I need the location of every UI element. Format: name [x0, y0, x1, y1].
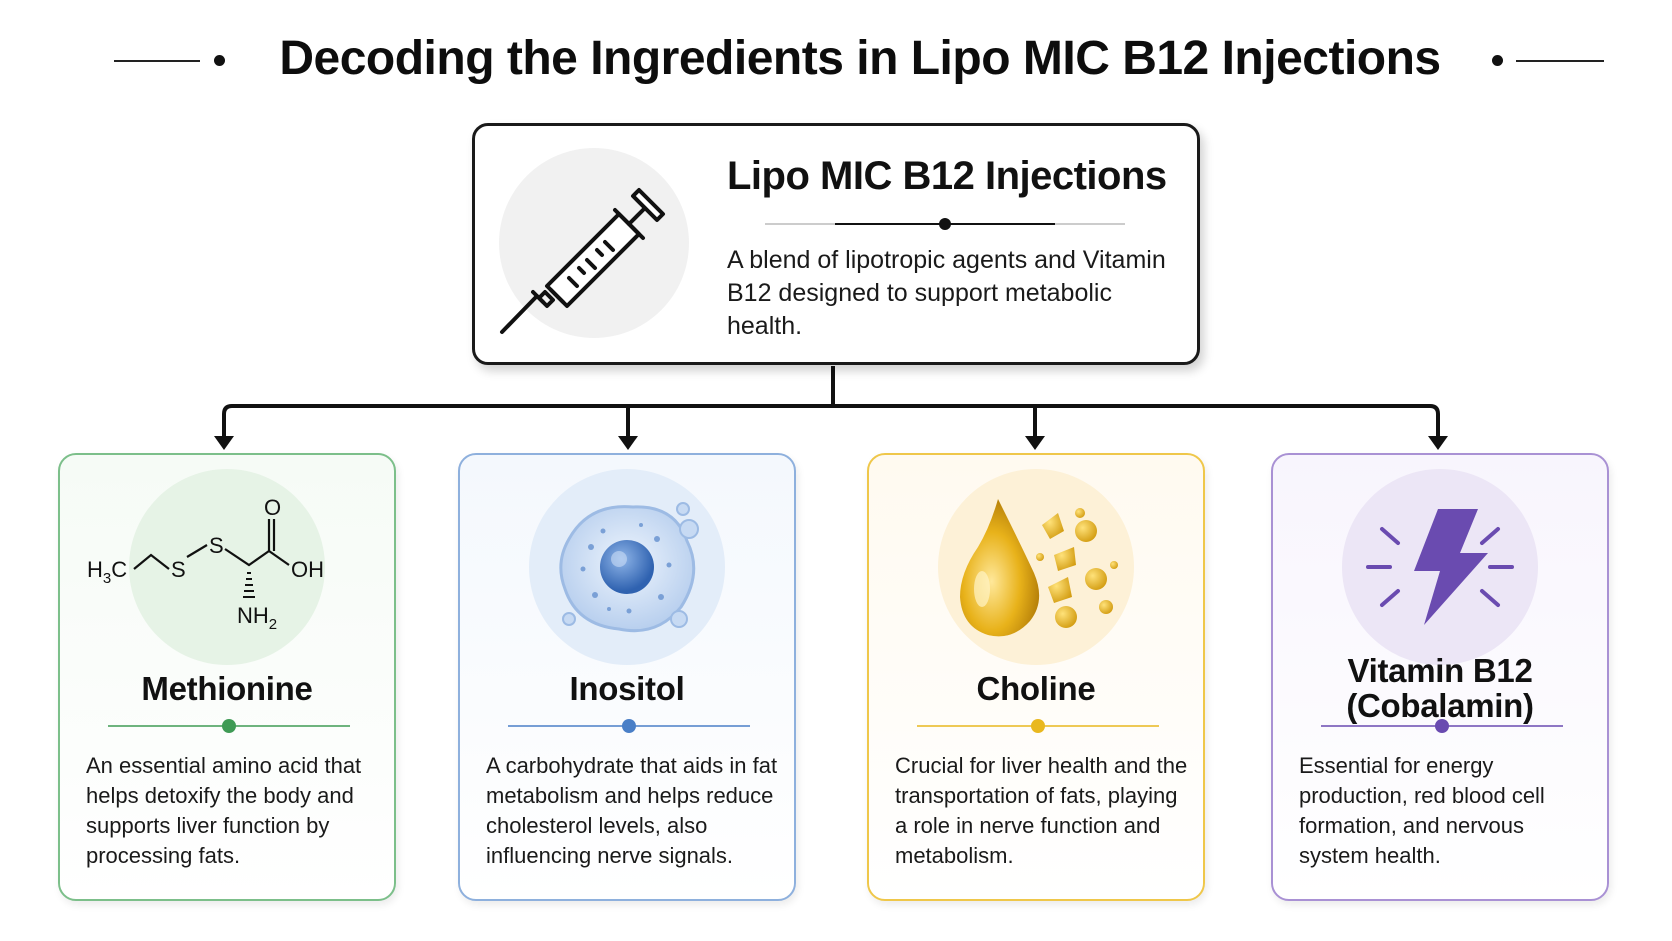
- ingredient-divider: [508, 719, 750, 733]
- ingredient-description: An essential amino acid that helps detox…: [86, 753, 362, 868]
- ingredient-name: Inositol: [569, 670, 685, 707]
- molecule-structure-icon: H3C S S O OH NH2: [87, 495, 324, 633]
- lightning-bolt-icon: [1366, 509, 1514, 625]
- ingredient-divider: [108, 719, 350, 733]
- ingredient-name: Choline: [976, 670, 1096, 707]
- ingredient-name: Methionine: [141, 670, 313, 707]
- ingredient-description: Essential for energy production, red blo…: [1299, 753, 1545, 868]
- cell-icon: [559, 502, 699, 633]
- main-divider: [765, 218, 1125, 230]
- connector-branch: [222, 404, 1440, 437]
- arrow-inositol: [618, 436, 638, 450]
- molecule-h3c: H3C: [87, 557, 127, 587]
- oil-drop-icon: [960, 499, 1118, 637]
- main-product-box: Lipo MIC B12 Injections A blend of lipot…: [472, 123, 1200, 365]
- card-choline: Choline Crucial for liver health and the…: [867, 453, 1205, 901]
- title-row: Decoding the Ingredients in Lipo MIC B12…: [0, 26, 1672, 92]
- ingredient-description: A carbohydrate that aids in fat metaboli…: [486, 753, 778, 868]
- title-left-dot: [214, 55, 225, 66]
- ingredient-name-line2: (Cobalamin): [1346, 687, 1534, 724]
- ingredient-name: Vitamin B12 (Cobalamin): [1273, 653, 1607, 723]
- ingredient-name-line1: Vitamin B12: [1347, 652, 1533, 689]
- card-methionine: H3C S S O OH NH2 Methionine An essential…: [58, 453, 396, 901]
- molecule-o: O: [264, 495, 281, 520]
- main-description: A blend of lipotropic agents and Vitamin…: [727, 246, 1166, 340]
- ingredient-description: Crucial for liver health and the transpo…: [895, 753, 1188, 868]
- syringe-icon: [500, 188, 665, 334]
- arrow-methionine: [214, 436, 234, 450]
- methionine-backdrop: [129, 469, 325, 665]
- molecule-oh: OH: [291, 557, 324, 582]
- title-right-line: [1516, 60, 1604, 62]
- title-left-line: [114, 60, 200, 62]
- molecule-s-left: S: [171, 557, 186, 582]
- main-title: Lipo MIC B12 Injections: [727, 154, 1167, 198]
- molecule-nh2: NH2: [237, 603, 277, 633]
- card-vitamin-b12: Vitamin B12 (Cobalamin) Essential for en…: [1271, 453, 1609, 901]
- arrow-vitamin-b12: [1428, 436, 1448, 450]
- ingredient-divider: [1321, 719, 1563, 733]
- ingredient-divider: [917, 719, 1159, 733]
- page-title: Decoding the Ingredients in Lipo MIC B12…: [279, 32, 1441, 85]
- card-inositol: Inositol A carbohydrate that aids in fat…: [458, 453, 796, 901]
- title-right-dot: [1492, 55, 1503, 66]
- arrow-choline: [1025, 436, 1045, 450]
- molecule-s-right: S: [209, 533, 224, 558]
